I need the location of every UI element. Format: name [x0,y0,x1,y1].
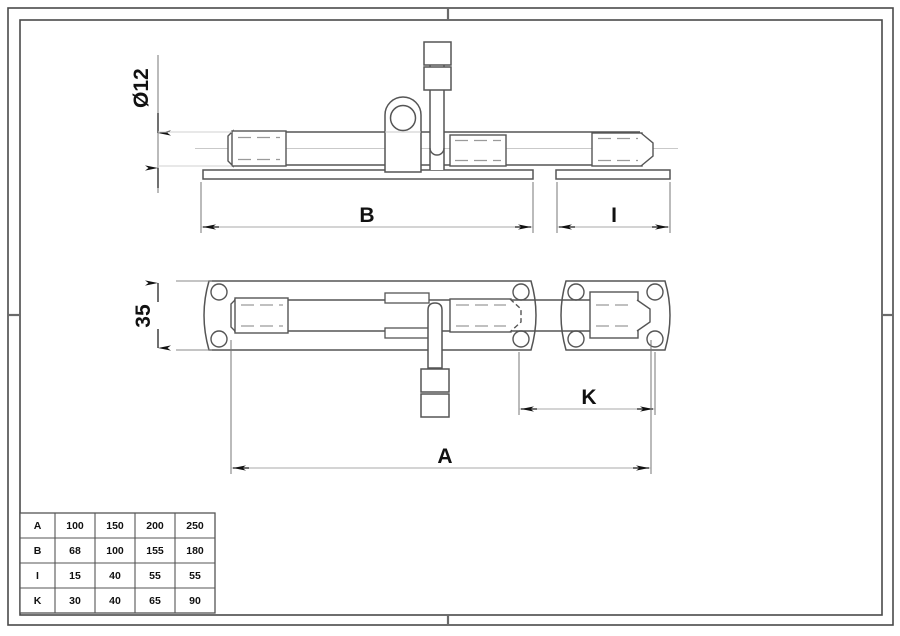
dimension-label-b: B [359,204,374,227]
size-table-cell: 55 [149,570,161,582]
handle-knob-side [423,41,452,91]
mounting-hole [210,283,228,301]
bolt-middle-sleeve-side [449,134,507,167]
dimension-35: 35 [132,280,212,351]
size-table-cell: 55 [189,570,201,582]
size-table-cell: 100 [106,545,124,557]
mounting-hole [646,283,664,301]
size-table-cell: 150 [106,520,124,532]
size-table-row-label: B [34,545,42,557]
dimension-label-i: I [611,204,617,227]
dimension-diameter-12: Ø12 [130,55,232,193]
dimension-i: I [556,182,671,233]
size-table-cell: 40 [109,570,121,582]
size-table-cell: 30 [69,595,81,607]
handle-stem-plan [427,302,443,369]
size-table-row-label: A [34,520,42,532]
size-table-cell: 65 [149,595,161,607]
size-table-cell: 250 [186,520,204,532]
side-elevation-view: Ø12 B I [130,41,678,233]
dimension-label-k: K [581,386,596,409]
size-table-row-label: K [34,595,42,607]
size-table-cell: 90 [189,595,201,607]
dimension-k: K [518,352,656,415]
dimension-b: B [200,182,534,233]
dimension-label-diameter: Ø12 [130,68,153,108]
bolt-tip-right-plan [589,291,651,339]
mounting-hole [210,330,228,348]
dimension-label-35: 35 [132,304,155,328]
dimension-a: A [230,340,652,474]
mounting-hole [512,330,530,348]
bolt-end-sleeve-left [227,129,287,168]
size-table-cell: 200 [146,520,164,532]
size-table-cell: 15 [69,570,81,582]
mounting-hole [646,330,664,348]
eyelet-bracket-side [384,96,422,173]
dimension-label-a: A [437,445,452,468]
size-table-cell: 155 [146,545,164,557]
bolt-middle-sleeve-plan [449,298,522,333]
bolt-end-sleeve-left-plan [230,297,289,334]
size-table-cell: 100 [66,520,84,532]
size-table-cell: 68 [69,545,81,557]
sheet-frame [7,7,894,626]
size-table-row-label: I [36,570,39,582]
mounting-hole [567,283,585,301]
mounting-hole [512,283,530,301]
bolt-tip-right-side [591,132,654,167]
size-table-cell: 180 [186,545,204,557]
plan-view: 35 K A [132,280,671,474]
base-plate-side [202,169,671,180]
mounting-hole [567,330,585,348]
handle-knob-plan [420,368,450,418]
size-table-cell: 40 [109,595,121,607]
